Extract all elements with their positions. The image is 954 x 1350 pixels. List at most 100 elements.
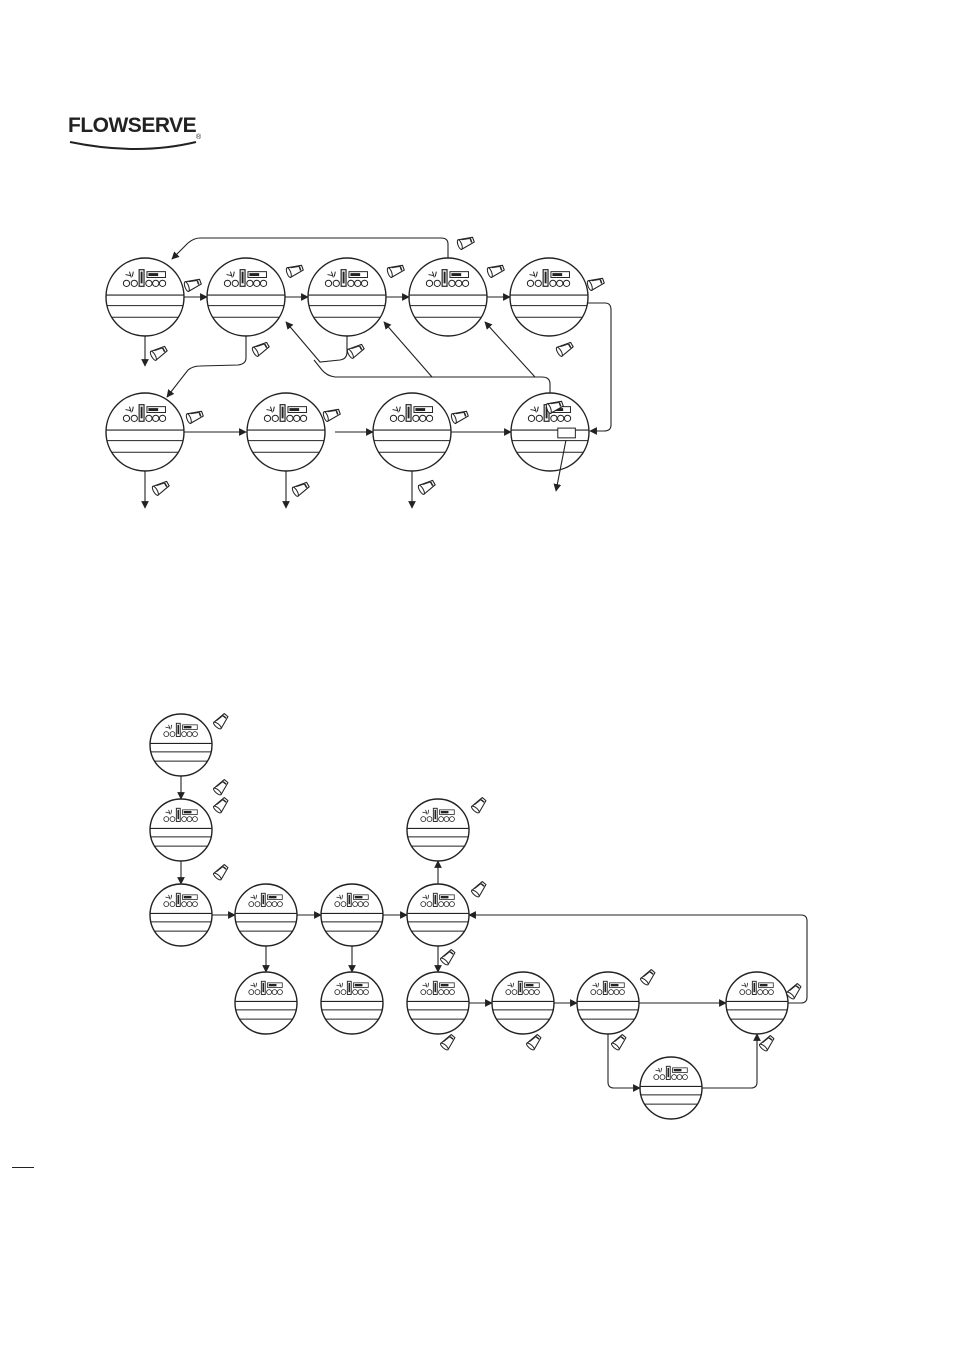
indicator-lamp-icon [363,901,369,908]
top-row2-display-2 [246,392,326,472]
wand-highlight [216,799,224,806]
indicator-lamp-icon [455,279,463,287]
wand-tip [555,346,563,357]
indicator-lamp-icon [757,989,763,996]
top-wand-bottom-2 [291,481,310,497]
indicator-lamp-icon [271,901,278,908]
top-wand-mid-3 [346,343,365,359]
wand-grip [469,238,473,243]
battery-fill [759,984,768,987]
top-wand-mid-1 [149,345,168,361]
wand-grip [649,971,654,975]
wand-grip [303,483,308,489]
indicator-lamp-icon [550,414,558,422]
wand-tip [183,281,190,292]
battery-fill [183,896,192,899]
wand-grip [449,951,454,955]
indicator-lamp-icon [246,279,254,287]
top-wand-row2-2 [322,408,341,422]
selector-key-fill [753,982,756,993]
display-circle [406,798,470,862]
wand-grip [480,799,485,803]
indicator-lamp-icon [449,901,455,908]
indicator-lamp-icon [192,816,198,823]
indicator-lamp-icon [511,989,518,996]
top-row1-display-3 [307,257,387,337]
indicator-lamp-icon [528,989,535,996]
indicator-lamp-icon [163,901,170,908]
indicator-lamp-icon [745,989,752,996]
indicator-lamp-icon [340,989,347,996]
indicator-lamp-icon [659,1074,666,1081]
lamp-icon [392,406,401,413]
wand-tip [149,350,157,361]
indicator-lamp-icon [277,901,283,908]
wand-grip [567,343,572,349]
top-wand-row1-2 [285,264,304,278]
wand-tip [386,267,393,278]
indicator-lamp-icon [223,279,232,287]
wand-highlight [529,1036,537,1043]
indicator-lamp-icon [527,414,536,422]
bottom-display-3 [149,883,213,947]
lamp-icon [165,894,173,900]
display-circle [491,971,555,1035]
indicator-lamp-icon [169,816,176,823]
indicator-lamp-icon [181,901,187,908]
indicator-lamp-icon [438,989,444,996]
selector-key-fill [262,894,265,905]
top-wand-row1-3 [386,264,405,278]
wand-highlight [614,1036,622,1043]
wand-grip [399,266,403,271]
wand-grip [449,1036,454,1040]
lamp-icon [125,406,134,413]
battery-fill [183,811,192,814]
wand-highlight [351,345,360,350]
actuator-display-icon [334,892,369,908]
wand-highlight [154,347,163,352]
indicator-lamp-icon [448,279,456,287]
actuator-display-icon [122,269,167,287]
indicator-lamp-icon [158,279,167,287]
wand-tip [586,280,593,291]
selector-key-fill [262,982,265,993]
selector-key-fill [241,271,244,284]
display-circle [307,257,387,337]
indicator-lamp-icon [122,414,131,422]
lamp-icon [266,406,275,413]
selector-key-fill [434,982,437,993]
lamp-icon [592,982,600,988]
wand-highlight [643,971,651,978]
indicator-lamp-icon [158,414,167,422]
selector-key-fill [177,894,180,905]
battery-fill [673,1069,682,1072]
bottom-display-7 [406,883,470,947]
display-circle [320,971,384,1035]
battery-fill [148,408,159,412]
wand-highlight [461,238,471,241]
selector-key-fill [348,894,351,905]
indicator-lamp-icon [549,279,557,287]
wand-tip [640,977,649,986]
top-wand-row1-5 [586,277,605,291]
top-wand-row2-1 [185,410,204,424]
display-value-box [557,427,576,439]
battery-fill [354,984,363,987]
display-circle [234,971,298,1035]
actuator-display-icon [420,980,455,996]
top-wand-bottom-1 [151,480,170,496]
actuator-display-icon [505,980,540,996]
lamp-icon [422,894,430,900]
wand-highlight [391,266,401,269]
top-arrow-3-back-to-2 [285,321,348,363]
wand-grip [599,279,603,284]
wand-tip [185,413,192,424]
indicator-lamp-icon [299,414,308,422]
indicator-lamp-icon [324,279,333,287]
wand-grip [358,345,363,351]
wand-tip [456,239,463,250]
wand-highlight [327,410,337,413]
indicator-lamp-icon [426,901,433,908]
display-circle [408,257,488,337]
wand-tip [151,485,159,496]
